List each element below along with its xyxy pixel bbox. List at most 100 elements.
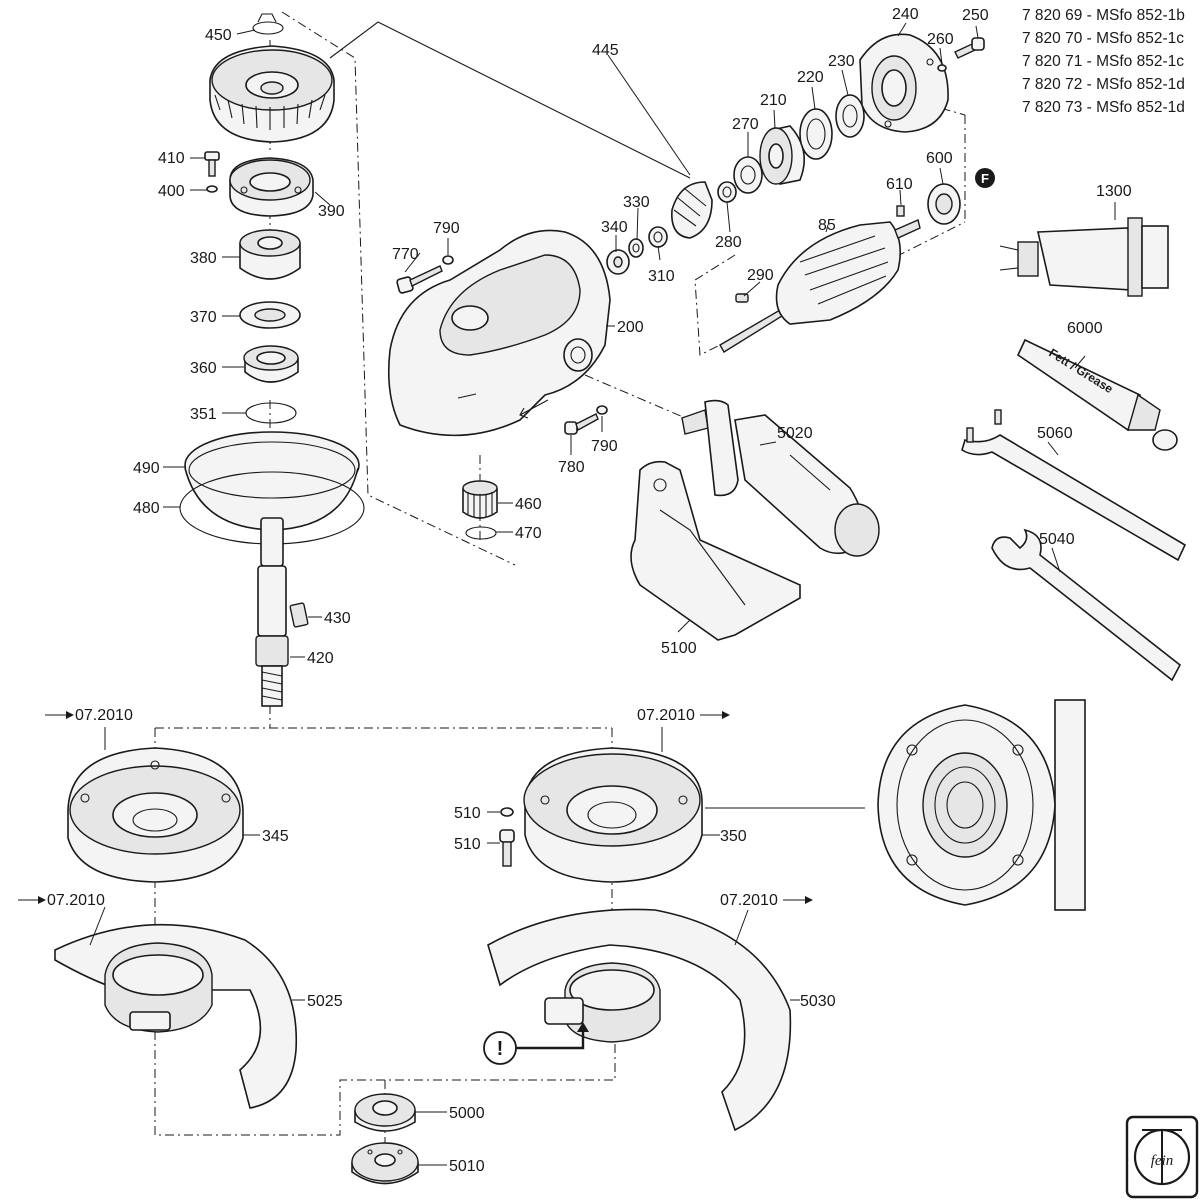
label-600: 600 [926, 150, 953, 167]
label-270: 270 [732, 116, 759, 133]
label-490: 490 [133, 460, 160, 477]
label-5040: 5040 [1039, 531, 1075, 548]
label-790-bottom: 790 [591, 438, 618, 455]
part-390-bearing-flange [229, 157, 314, 217]
label-250: 250 [962, 7, 989, 24]
label-470: 470 [515, 525, 542, 542]
label-780: 780 [558, 459, 585, 476]
label-340: 340 [601, 219, 628, 236]
label-790-top: 790 [433, 220, 460, 237]
part-445-crown-gear [209, 45, 335, 143]
part-345-flange [67, 747, 244, 883]
part-370-washer [239, 301, 301, 329]
grease-marker-f: F [975, 168, 995, 188]
part-5010-flange-nut [351, 1142, 419, 1185]
part-5060-pin-spanner [961, 409, 1187, 562]
label-260: 260 [927, 31, 954, 48]
part-5000-flange-nut [354, 1093, 416, 1132]
label-280: 280 [715, 234, 742, 251]
part-5040-open-wrench [991, 528, 1182, 682]
label-360: 360 [190, 360, 217, 377]
part-210-ball-bearing [759, 125, 806, 185]
model-list: 7 820 69 - MSfo 852-1b 7 820 70 - MSfo 8… [1022, 7, 1185, 116]
part-490-cup [184, 431, 360, 531]
label-510-screw: 510 [454, 836, 481, 853]
part-600-bearing [927, 183, 961, 225]
label-240: 240 [892, 6, 919, 23]
part-400-washer [206, 185, 218, 193]
part-340-nut [606, 249, 630, 275]
date-labels: 07.2010 07.2010 07.2010 07.2010 [47, 707, 778, 909]
part-230-ring [835, 94, 865, 138]
part-240-bearing-flange [859, 33, 949, 133]
label-85: 85 [818, 217, 836, 234]
label-420: 420 [307, 650, 334, 667]
label-230: 230 [828, 53, 855, 70]
part-290-key [735, 293, 749, 303]
part-610-key [896, 205, 905, 217]
part-5020-side-handle [681, 399, 880, 557]
part-350-flange [523, 747, 703, 883]
label-200: 200 [617, 319, 644, 336]
part-280-washer [717, 181, 737, 203]
label-345: 345 [262, 828, 289, 845]
part-510-screw [499, 829, 515, 867]
flange-detail-view [877, 699, 1086, 911]
label-400: 400 [158, 183, 185, 200]
model-line-4: 7 820 72 - MSfo 852-1d [1022, 76, 1185, 93]
part-420-spindle [255, 517, 289, 707]
part-labels: 450 410 400 390 380 370 360 351 490 480 … [133, 6, 1132, 1175]
part-790-washer-top [442, 255, 454, 265]
label-445: 445 [592, 42, 619, 59]
label-480: 480 [133, 500, 160, 517]
label-351: 351 [190, 406, 217, 423]
label-310: 310 [648, 268, 675, 285]
model-line-2: 7 820 70 - MSfo 852-1c [1022, 30, 1184, 47]
label-5000: 5000 [449, 1105, 485, 1122]
part-220-ring [799, 108, 833, 160]
label-6000: 6000 [1067, 320, 1103, 337]
label-5030: 5030 [800, 993, 836, 1010]
label-390: 390 [318, 203, 345, 220]
label-220: 220 [797, 69, 824, 86]
part-270-sleeve [733, 156, 763, 194]
label-5060: 5060 [1037, 425, 1073, 442]
part-360-bearing-ring [243, 345, 299, 383]
part-780-screw [564, 413, 599, 435]
part-330-washer [628, 238, 644, 258]
label-410: 410 [158, 150, 185, 167]
label-770: 770 [392, 246, 419, 263]
part-5100-bracket [630, 460, 801, 641]
label-610: 610 [886, 176, 913, 193]
model-line-5: 7 820 73 - MSfo 852-1d [1022, 99, 1185, 116]
warning-callout: ! [483, 1022, 589, 1065]
model-line-3: 7 820 71 - MSfo 852-1c [1022, 53, 1184, 70]
label-430: 430 [324, 610, 351, 627]
label-450: 450 [205, 27, 232, 44]
part-200-gear-housing [387, 229, 611, 437]
label-leaders [89, 22, 1116, 1166]
part-351-snap-ring [245, 402, 297, 424]
svg-text:F: F [981, 171, 989, 186]
label-460: 460 [515, 496, 542, 513]
model-line-1: 7 820 69 - MSfo 852-1b [1022, 7, 1185, 24]
part-pinion-gear [671, 181, 713, 239]
part-410-screw [204, 151, 220, 177]
date-label-5030: 07.2010 [720, 892, 778, 909]
date-arrows [18, 711, 813, 904]
part-5030-guard [487, 908, 792, 1132]
date-label-350: 07.2010 [637, 707, 695, 724]
svg-text:fein: fein [1151, 1153, 1174, 1169]
part-450-retaining-ring [252, 13, 284, 35]
part-430-key [289, 602, 309, 628]
label-510-washer: 510 [454, 805, 481, 822]
part-770-screw [396, 265, 443, 294]
label-5100: 5100 [661, 640, 697, 657]
part-790-washer-bottom [596, 405, 608, 415]
label-370: 370 [190, 309, 217, 326]
part-260-washer [937, 64, 947, 72]
part-1300-cable-sleeve [999, 217, 1169, 297]
part-310-washer [648, 226, 668, 248]
fein-logo: fein [1125, 1115, 1199, 1199]
part-85-armature [719, 219, 921, 353]
